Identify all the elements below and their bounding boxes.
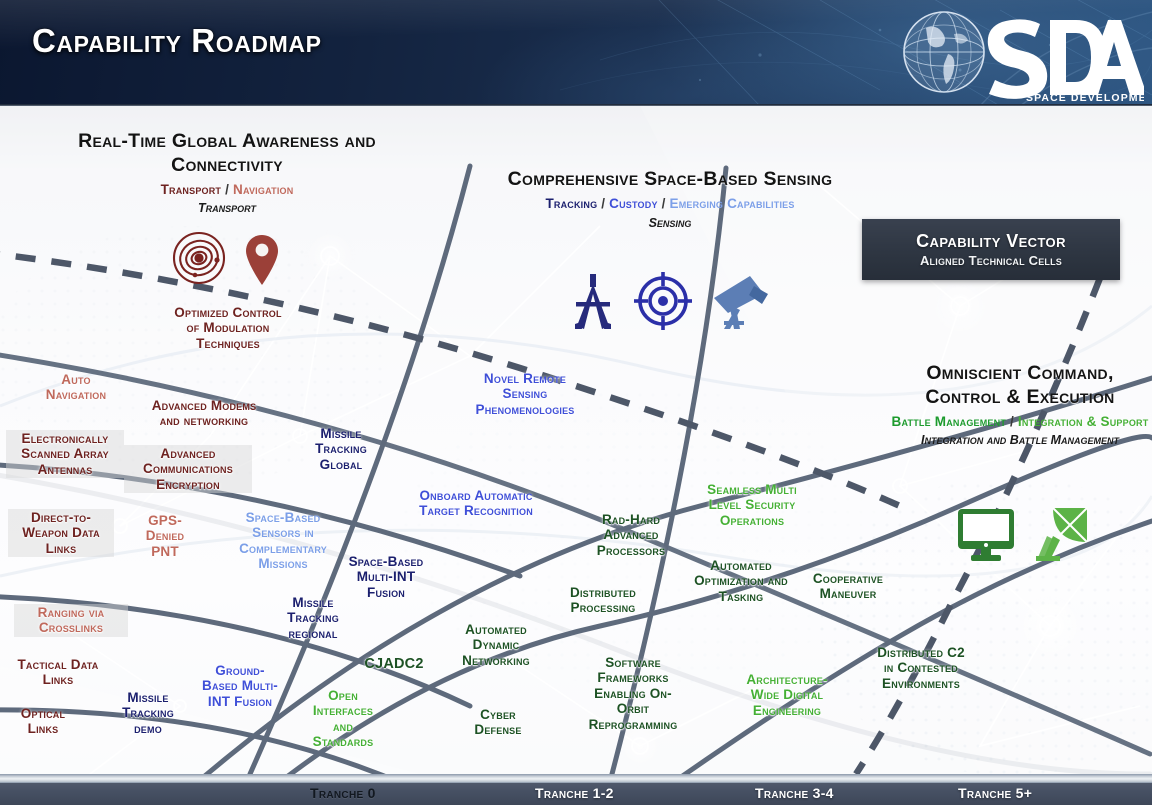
tranche-separator [0, 774, 1152, 782]
tranche-label: Tranche 3-4 [755, 785, 834, 801]
section-title-sensing: Comprehensive Space-Based Sensing [507, 168, 833, 190]
capability-cell: Novel Remote Sensing Phenomenologies [475, 371, 575, 417]
capability-cell: Automated Optimization and Tasking [694, 558, 788, 604]
capability-cell: Missile Tracking Global [315, 426, 367, 472]
capability-cell: Auto Navigation [45, 372, 107, 403]
capability-cell: Architecture- Wide Digital Engineering [746, 672, 828, 718]
tranche-bar [0, 782, 1152, 805]
tranche-label: Tranche 5+ [958, 785, 1033, 801]
legend-title: Capability Vector [916, 231, 1066, 251]
capability-cell: Rad-Hard Advanced Processors [596, 512, 666, 558]
capability-cell: Seamless Multi Level Security Operations [707, 482, 797, 528]
crosshair-target-icon [634, 272, 692, 330]
vector-label-integration-support: Integration & Support [1017, 413, 1149, 429]
sda-wordmark [987, 19, 1144, 99]
capability-cell: Tactical Data Links [17, 657, 99, 688]
vector-label-tracking: Tracking [545, 195, 598, 211]
vector-label-battle-management: Battle Management [891, 413, 1007, 429]
capability-cell: Ground- Based Multi- INT Fusion [202, 663, 278, 709]
tranche-label: Tranche 0 [310, 785, 376, 801]
capability-cell: Open Interfaces and Standards [312, 688, 374, 750]
globe-icon [903, 11, 985, 93]
capability-cell: Automated Dynamic Networking [462, 622, 530, 668]
capability-vector-curves [0, 106, 1152, 774]
section-italic-sensing: Sensing [648, 215, 692, 230]
section-title-awareness: Real-Time Global Awareness and Connectiv… [78, 130, 376, 176]
slide-body-background [0, 106, 1152, 774]
capability-cell: Onboard Automatic Target Recognition [419, 488, 533, 519]
capability-cell: Ranging via Crosslinks [14, 604, 128, 637]
capability-cell: Advanced Modems and networking [151, 398, 257, 429]
capability-cell: Missile Tracking demo [122, 690, 174, 736]
capability-cell: Software Frameworks Enabling On- Orbit R… [588, 655, 678, 732]
header-divider [0, 104, 1152, 107]
compass-divider-icon [575, 274, 611, 329]
capability-cell: Distributed C2 in Contested Environments [877, 645, 965, 691]
orbit-target-icon [172, 231, 226, 285]
vector-label-transport: Transport [160, 181, 222, 197]
vector-label-navigation: Navigation [233, 181, 294, 197]
vector-label-custody: Custody [609, 195, 658, 211]
capability-cell: Direct-to- Weapon Data Links [8, 509, 114, 558]
section-subtitle-awareness: Transport / Navigation [160, 181, 294, 197]
vector-label-emerging: Emerging Capabilities [669, 195, 795, 211]
section-awareness: Real-Time Global Awareness and Connectiv… [38, 130, 416, 215]
section-italic-command: Integration and Battle Management [921, 433, 1119, 448]
legend-capability-vector: Capability Vector Aligned Technical Cell… [862, 219, 1120, 280]
slide-header: Capability Roadmap [0, 0, 1152, 106]
section-italic-awareness: Transport [198, 201, 256, 216]
section-subtitle-command: Battle Management / Integration & Suppor… [891, 413, 1149, 429]
icon-row-command [948, 500, 1098, 562]
capability-cell: Electronically Scanned Array Antennas [6, 430, 124, 479]
legend-subtitle: Aligned Technical Cells [919, 253, 1063, 268]
capability-cell: Distributed Processing [570, 585, 636, 616]
capability-cell: Cyber Defense [474, 707, 522, 738]
section-sensing: Comprehensive Space-Based Sensing Tracki… [500, 168, 840, 230]
sda-logo: SPACE DEVELOPMENT AGENCY [898, 4, 1144, 104]
capability-cell: Missile Tracking regional [287, 595, 339, 641]
section-command: Omniscient Command, Control & Execution … [888, 362, 1152, 447]
page-title: Capability Roadmap [32, 22, 322, 59]
icon-row-awareness [100, 228, 350, 286]
logo-tagline: SPACE DEVELOPMENT AGENCY [1026, 92, 1144, 104]
satellite-dish-icon [1036, 507, 1088, 561]
tranche-label: Tranche 1-2 [535, 785, 614, 801]
location-pin-icon [246, 235, 278, 285]
capability-cell: Cooperative Maneuver [812, 571, 884, 602]
capability-cell: Optical Links [20, 706, 66, 737]
capability-cell: Space-Based Sensors in Complementary Mis… [239, 510, 327, 572]
section-title-command: Omniscient Command, Control & Execution [925, 362, 1115, 408]
capability-cell: GPS- Denied PNT [145, 513, 185, 559]
capability-cell: Advanced Communications Encryption [124, 445, 252, 494]
telescope-icon [714, 276, 768, 329]
monitor-icon [958, 509, 1014, 561]
capability-cell: Space-Based Multi-INT Fusion [348, 554, 424, 600]
capability-cell: CJADC2 [364, 656, 424, 672]
icon-row-sensing [540, 268, 800, 330]
section-subtitle-sensing: Tracking / Custody / Emerging Capabiliti… [545, 195, 795, 211]
capability-cell: Optimized Control of Modulation Techniqu… [174, 305, 282, 351]
